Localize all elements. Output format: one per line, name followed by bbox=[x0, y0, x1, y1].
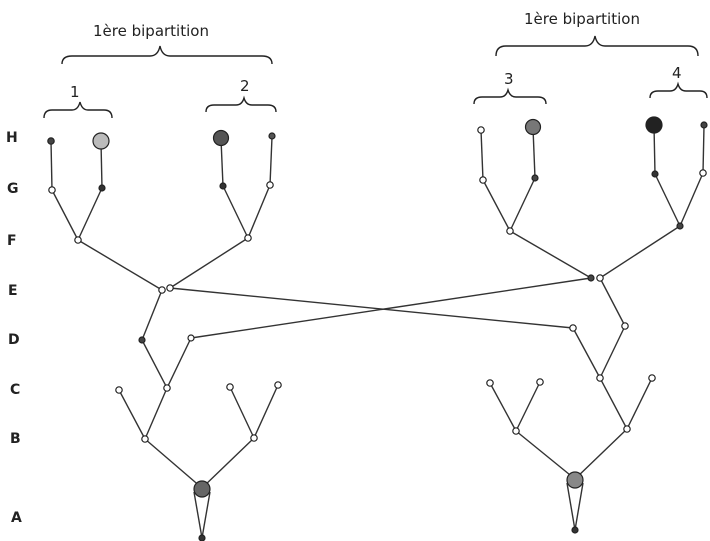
node-left-d2 bbox=[187, 334, 195, 342]
node-right-d2 bbox=[621, 322, 629, 330]
brace-1 bbox=[43, 101, 113, 119]
node-right-g3 bbox=[651, 170, 659, 178]
node-right-e1 bbox=[587, 274, 595, 282]
brace-4 bbox=[649, 81, 708, 99]
lineage-nodes bbox=[47, 116, 708, 541]
brace-2 bbox=[205, 95, 277, 113]
node-right-b2 bbox=[623, 425, 631, 433]
row-label-h: H bbox=[6, 130, 18, 146]
node-right-a bbox=[566, 471, 584, 489]
node-left-c1 bbox=[115, 386, 123, 394]
node-left-c2 bbox=[163, 384, 171, 392]
brace-top-left bbox=[61, 45, 273, 65]
node-left-c4 bbox=[274, 381, 282, 389]
node-right-e2 bbox=[596, 274, 604, 282]
brace-label-top-right: 1ère bipartition bbox=[524, 10, 640, 28]
node-right-b1 bbox=[512, 427, 520, 435]
node-right-h4 bbox=[700, 121, 708, 129]
node-left-a bbox=[193, 480, 211, 498]
brace-3 bbox=[473, 87, 547, 105]
brace-label-1: 1 bbox=[70, 83, 80, 101]
node-right-f2 bbox=[676, 222, 684, 230]
node-left-b1 bbox=[141, 435, 149, 443]
node-right-c3 bbox=[596, 374, 604, 382]
node-right-h3 bbox=[645, 116, 663, 134]
node-right-g1 bbox=[479, 176, 487, 184]
node-left-g3 bbox=[219, 182, 227, 190]
node-right-c1 bbox=[486, 379, 494, 387]
node-left-d1 bbox=[138, 336, 146, 344]
lineage-edges bbox=[50, 125, 705, 539]
row-label-b: B bbox=[10, 431, 21, 447]
brace-top-right bbox=[495, 35, 699, 57]
node-right-a-base bbox=[571, 526, 579, 534]
node-left-a-base bbox=[198, 534, 206, 541]
node-left-b2 bbox=[250, 434, 258, 442]
row-label-g: G bbox=[7, 181, 19, 197]
row-label-c: C bbox=[10, 382, 20, 398]
node-left-f1 bbox=[74, 236, 82, 244]
node-right-c2 bbox=[536, 378, 544, 386]
node-right-h2 bbox=[524, 118, 542, 136]
row-labels: H G F E D C B A bbox=[6, 130, 22, 526]
row-label-a: A bbox=[11, 510, 22, 526]
row-label-d: D bbox=[8, 332, 20, 348]
node-left-f2 bbox=[244, 234, 252, 242]
node-right-g4 bbox=[699, 169, 707, 177]
node-left-h2 bbox=[92, 132, 110, 150]
node-left-e1 bbox=[158, 286, 166, 294]
brace-label-4: 4 bbox=[672, 64, 682, 82]
node-left-h4 bbox=[268, 132, 276, 140]
row-label-e: E bbox=[8, 283, 18, 299]
node-left-h3 bbox=[212, 129, 230, 147]
brace-label-2: 2 bbox=[240, 77, 250, 95]
node-right-h1 bbox=[477, 126, 485, 134]
node-left-g2 bbox=[98, 184, 106, 192]
node-right-c4 bbox=[648, 374, 656, 382]
brace-label-top-left: 1ère bipartition bbox=[93, 22, 209, 40]
node-right-f1 bbox=[506, 227, 514, 235]
node-right-g2 bbox=[531, 174, 539, 182]
node-left-g1 bbox=[48, 186, 56, 194]
braces: 1ère bipartition 1ère bipartition 1 2 3 … bbox=[43, 10, 708, 119]
node-left-h1 bbox=[47, 137, 55, 145]
brace-label-3: 3 bbox=[504, 70, 514, 88]
node-left-c3 bbox=[226, 383, 234, 391]
row-label-f: F bbox=[7, 233, 17, 249]
node-right-d1 bbox=[569, 324, 577, 332]
node-left-e2 bbox=[166, 284, 174, 292]
node-left-g4 bbox=[266, 181, 274, 189]
